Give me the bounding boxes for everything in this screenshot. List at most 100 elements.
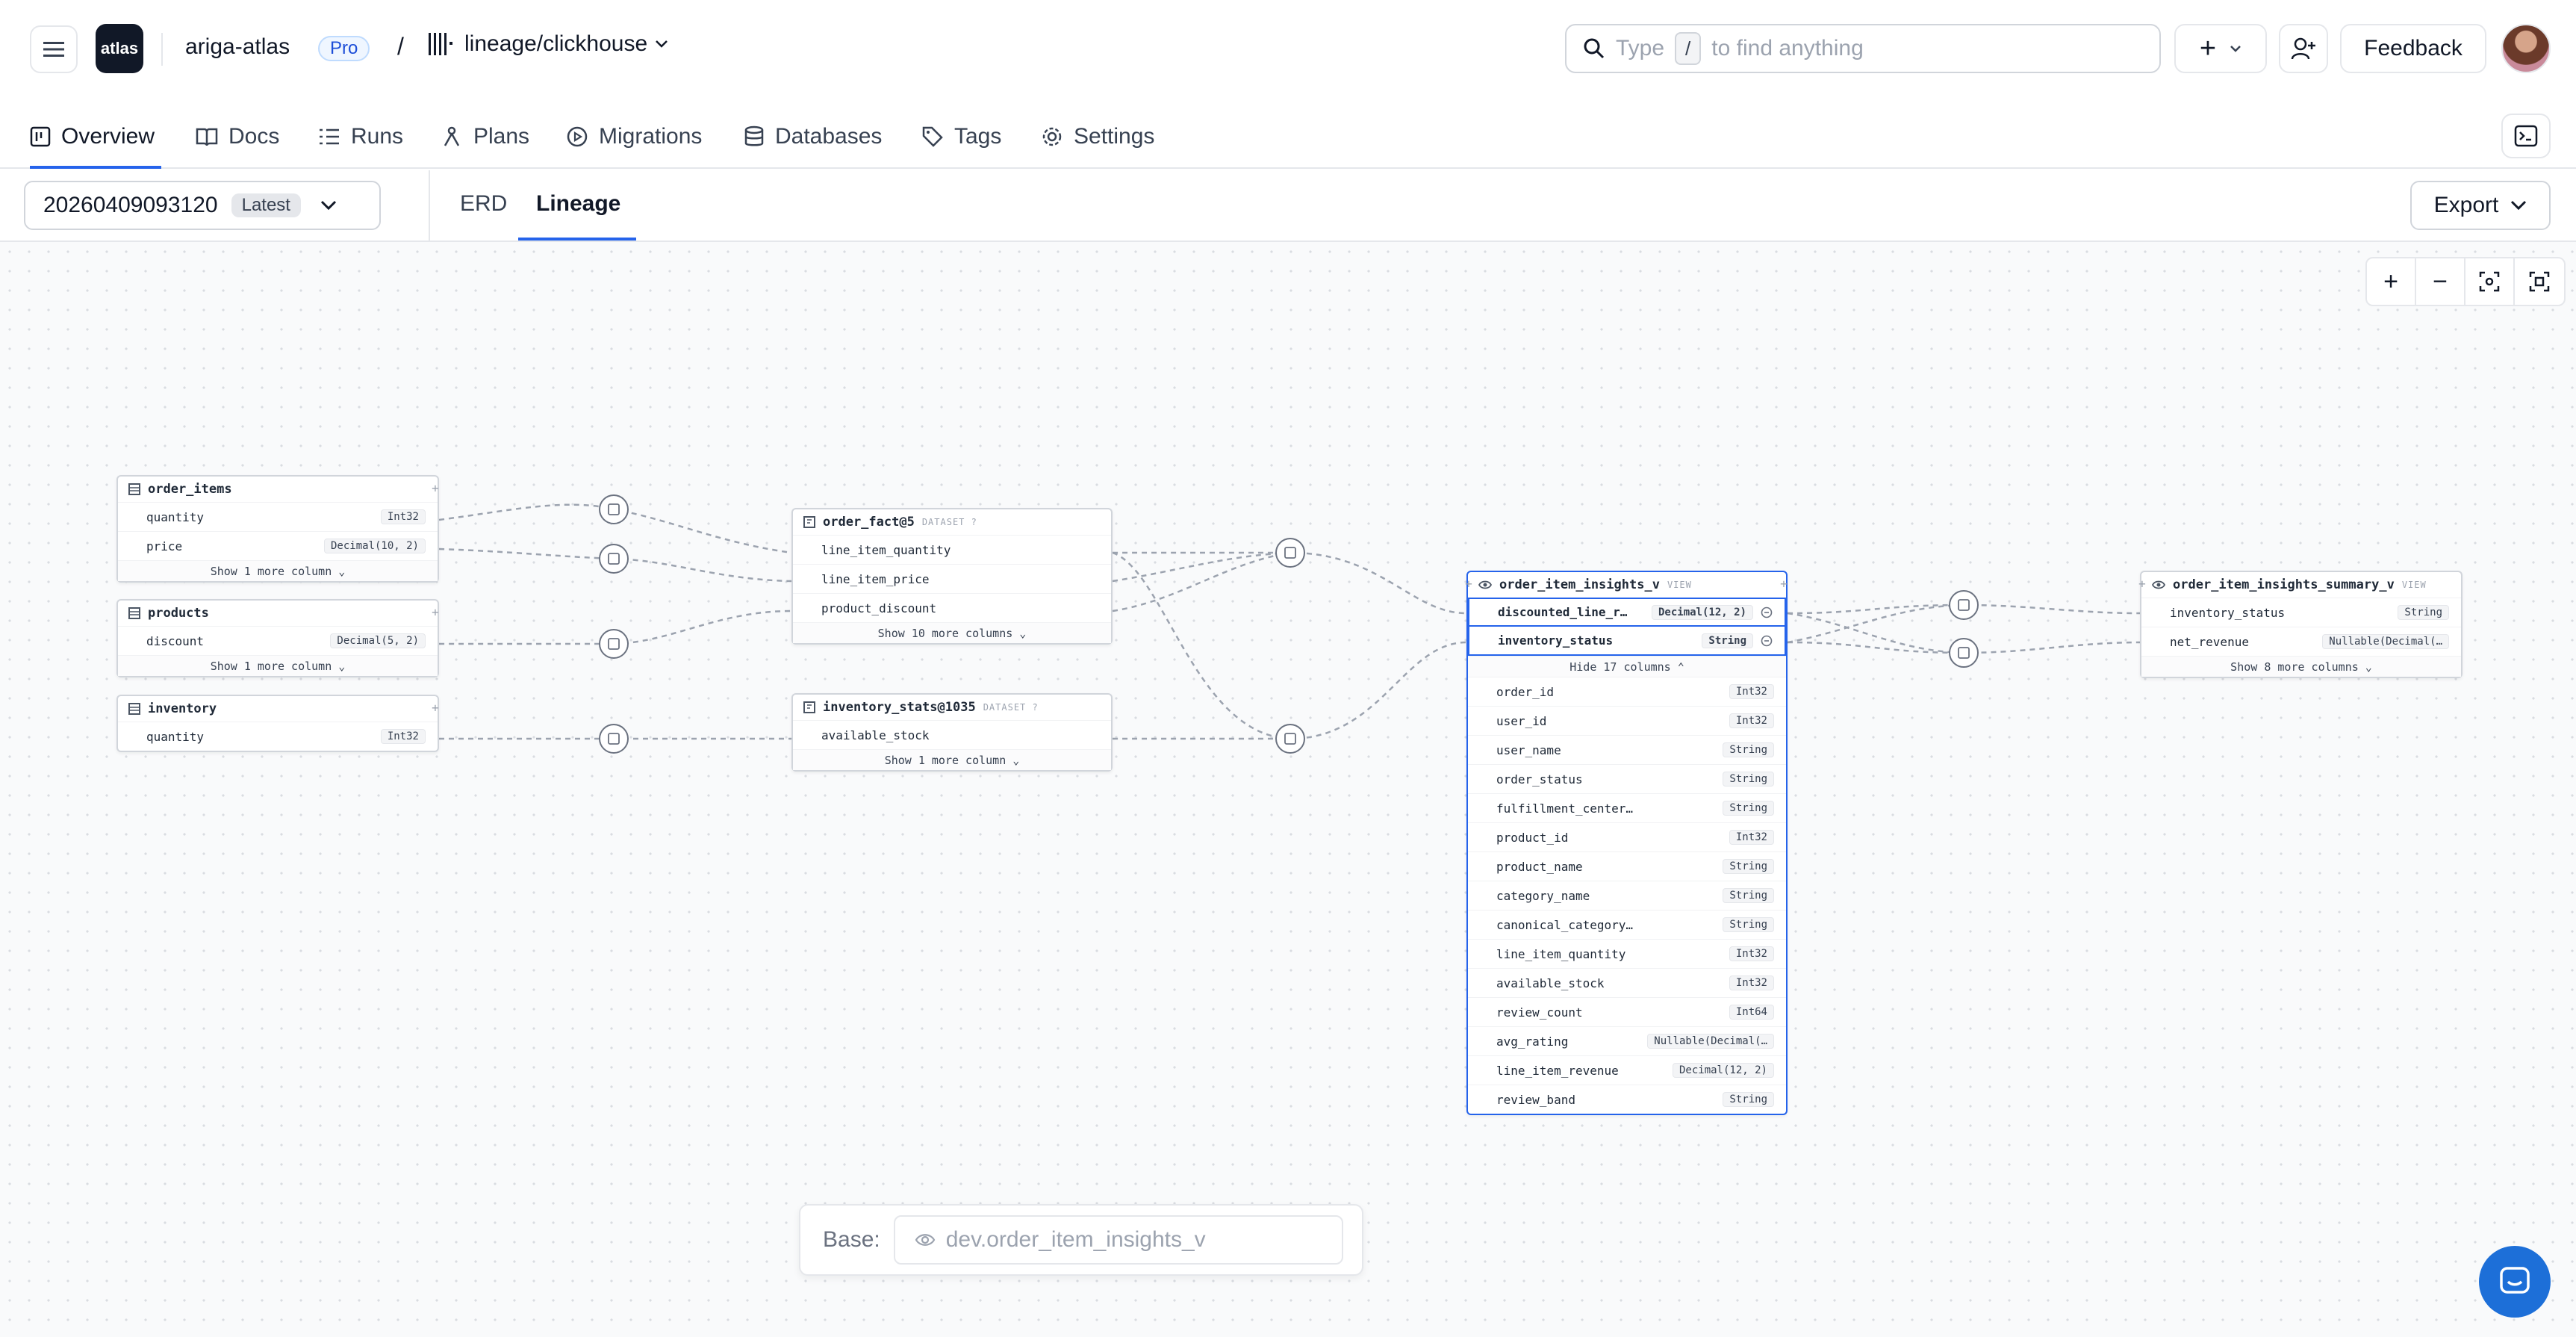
zoom-out-button[interactable]: −: [2416, 258, 2465, 305]
remove-circle-icon[interactable]: [1761, 607, 1773, 618]
column-name: fulfillment_center…: [1496, 801, 1634, 816]
search-placeholder-pre: Type: [1616, 36, 1665, 61]
column-row[interactable]: line_item_price: [793, 564, 1111, 593]
org-name[interactable]: ariga-atlas: [185, 34, 290, 59]
tab-migrations[interactable]: Migrations: [566, 118, 702, 155]
terminal-button[interactable]: [2501, 114, 2551, 158]
hamburger-icon: [43, 42, 64, 57]
expand-plus-icon[interactable]: +: [432, 605, 439, 619]
tab-erd[interactable]: ERD: [460, 191, 508, 216]
fit-view-button[interactable]: [2515, 258, 2564, 305]
export-label: Export: [2433, 193, 2499, 217]
dataset-icon: [803, 516, 815, 528]
chat-button[interactable]: [2479, 1246, 2551, 1318]
tab-settings[interactable]: Settings: [1041, 118, 1154, 155]
column-type: String: [1723, 742, 1774, 757]
show-more-columns[interactable]: Show 10 more columns ⌄: [793, 622, 1111, 643]
show-more-columns[interactable]: Show 1 more column ⌄: [793, 749, 1111, 770]
node-inventory-stats[interactable]: inventory_stats@1035 DATASET ? available…: [791, 693, 1113, 772]
table-icon: [128, 703, 140, 715]
menu-button[interactable]: [30, 25, 78, 73]
base-input[interactable]: dev.order_item_insights_v: [893, 1215, 1343, 1265]
tab-lineage[interactable]: Lineage: [536, 191, 621, 216]
invite-user-button[interactable]: [2279, 24, 2328, 73]
show-more-label: Show 10 more columns: [877, 626, 1013, 640]
zoom-in-button[interactable]: +: [2367, 258, 2416, 305]
show-more-columns[interactable]: Show 8 more columns ⌄: [2141, 656, 2461, 677]
tab-label: Runs: [351, 124, 404, 149]
search-input[interactable]: Type / to find anything: [1565, 24, 2161, 73]
tab-docs[interactable]: Docs: [196, 118, 279, 155]
remove-circle-icon[interactable]: [1761, 635, 1773, 647]
expand-left-plus-icon[interactable]: +: [2138, 577, 2146, 591]
version-selector[interactable]: 20260409093120 Latest: [24, 181, 381, 230]
node-order-item-insights-v[interactable]: order_item_insights_v VIEW + + discounte…: [1465, 571, 1788, 1115]
column-name: category_name: [1496, 888, 1590, 903]
main-tabs: Overview Docs Runs Plans Migrations Data…: [0, 105, 2576, 169]
overview-icon: [30, 126, 51, 147]
column-type: String: [1723, 917, 1774, 932]
tab-overview[interactable]: Overview: [30, 118, 155, 155]
expand-plus-icon[interactable]: +: [432, 701, 439, 715]
node-kind-tag: DATASET ?: [921, 517, 977, 527]
show-more-columns[interactable]: Show 1 more column ⌄: [118, 655, 438, 676]
node-order-fact[interactable]: order_fact@5 DATASET ? line_item_quantit…: [791, 508, 1113, 645]
column-row[interactable]: canonical_category…String: [1468, 910, 1786, 939]
expand-left-plus-icon[interactable]: +: [1465, 577, 1472, 591]
tab-tags[interactable]: Tags: [921, 118, 1001, 155]
lineage-canvas[interactable]: + −: [0, 242, 2576, 1337]
tab-databases[interactable]: Databases: [744, 118, 882, 155]
column-row[interactable]: available_stock: [793, 720, 1111, 749]
node-header: inventory_stats@1035 DATASET ?: [793, 695, 1111, 720]
focus-icon: [2479, 271, 2500, 292]
feedback-button[interactable]: Feedback: [2340, 24, 2486, 73]
add-dropdown-button[interactable]: +: [2174, 24, 2267, 73]
tab-runs[interactable]: Runs: [318, 118, 403, 155]
node-order-item-insights-summary-v[interactable]: order_item_insights_summary_v VIEW + inv…: [2138, 571, 2463, 678]
selected-column-row[interactable]: discounted_line_r…Decimal(12, 2): [1468, 598, 1786, 627]
tab-plans[interactable]: Plans: [441, 118, 529, 155]
expand-plus-icon[interactable]: +: [432, 481, 439, 495]
column-row[interactable]: product_discount: [793, 593, 1111, 622]
repo-selector[interactable]: lineage/clickhouse: [429, 31, 668, 57]
focus-button[interactable]: [2465, 258, 2515, 305]
avatar[interactable]: [2501, 24, 2551, 73]
breadcrumb-separator: /: [397, 33, 404, 60]
show-more-columns[interactable]: Show 1 more column ⌄: [118, 560, 438, 581]
column-row[interactable]: user_name String: [1468, 735, 1786, 764]
export-button[interactable]: Export: [2410, 181, 2551, 230]
column-type: Int32: [1729, 946, 1774, 961]
column-row[interactable]: line_item_quantity: [793, 535, 1111, 564]
divider: [161, 33, 163, 66]
expand-right-plus-icon[interactable]: +: [1780, 577, 1788, 591]
tab-label: Overview: [61, 124, 155, 149]
column-name: product_discount: [821, 601, 937, 615]
atlas-logo[interactable]: atlas: [96, 24, 143, 73]
column-name: user_name: [1496, 742, 1561, 757]
node-header: inventory: [118, 696, 438, 722]
hide-columns-toggle[interactable]: Hide 17 columns ⌃: [1468, 656, 1786, 677]
column-row[interactable]: fulfillment_center…String: [1468, 793, 1786, 822]
